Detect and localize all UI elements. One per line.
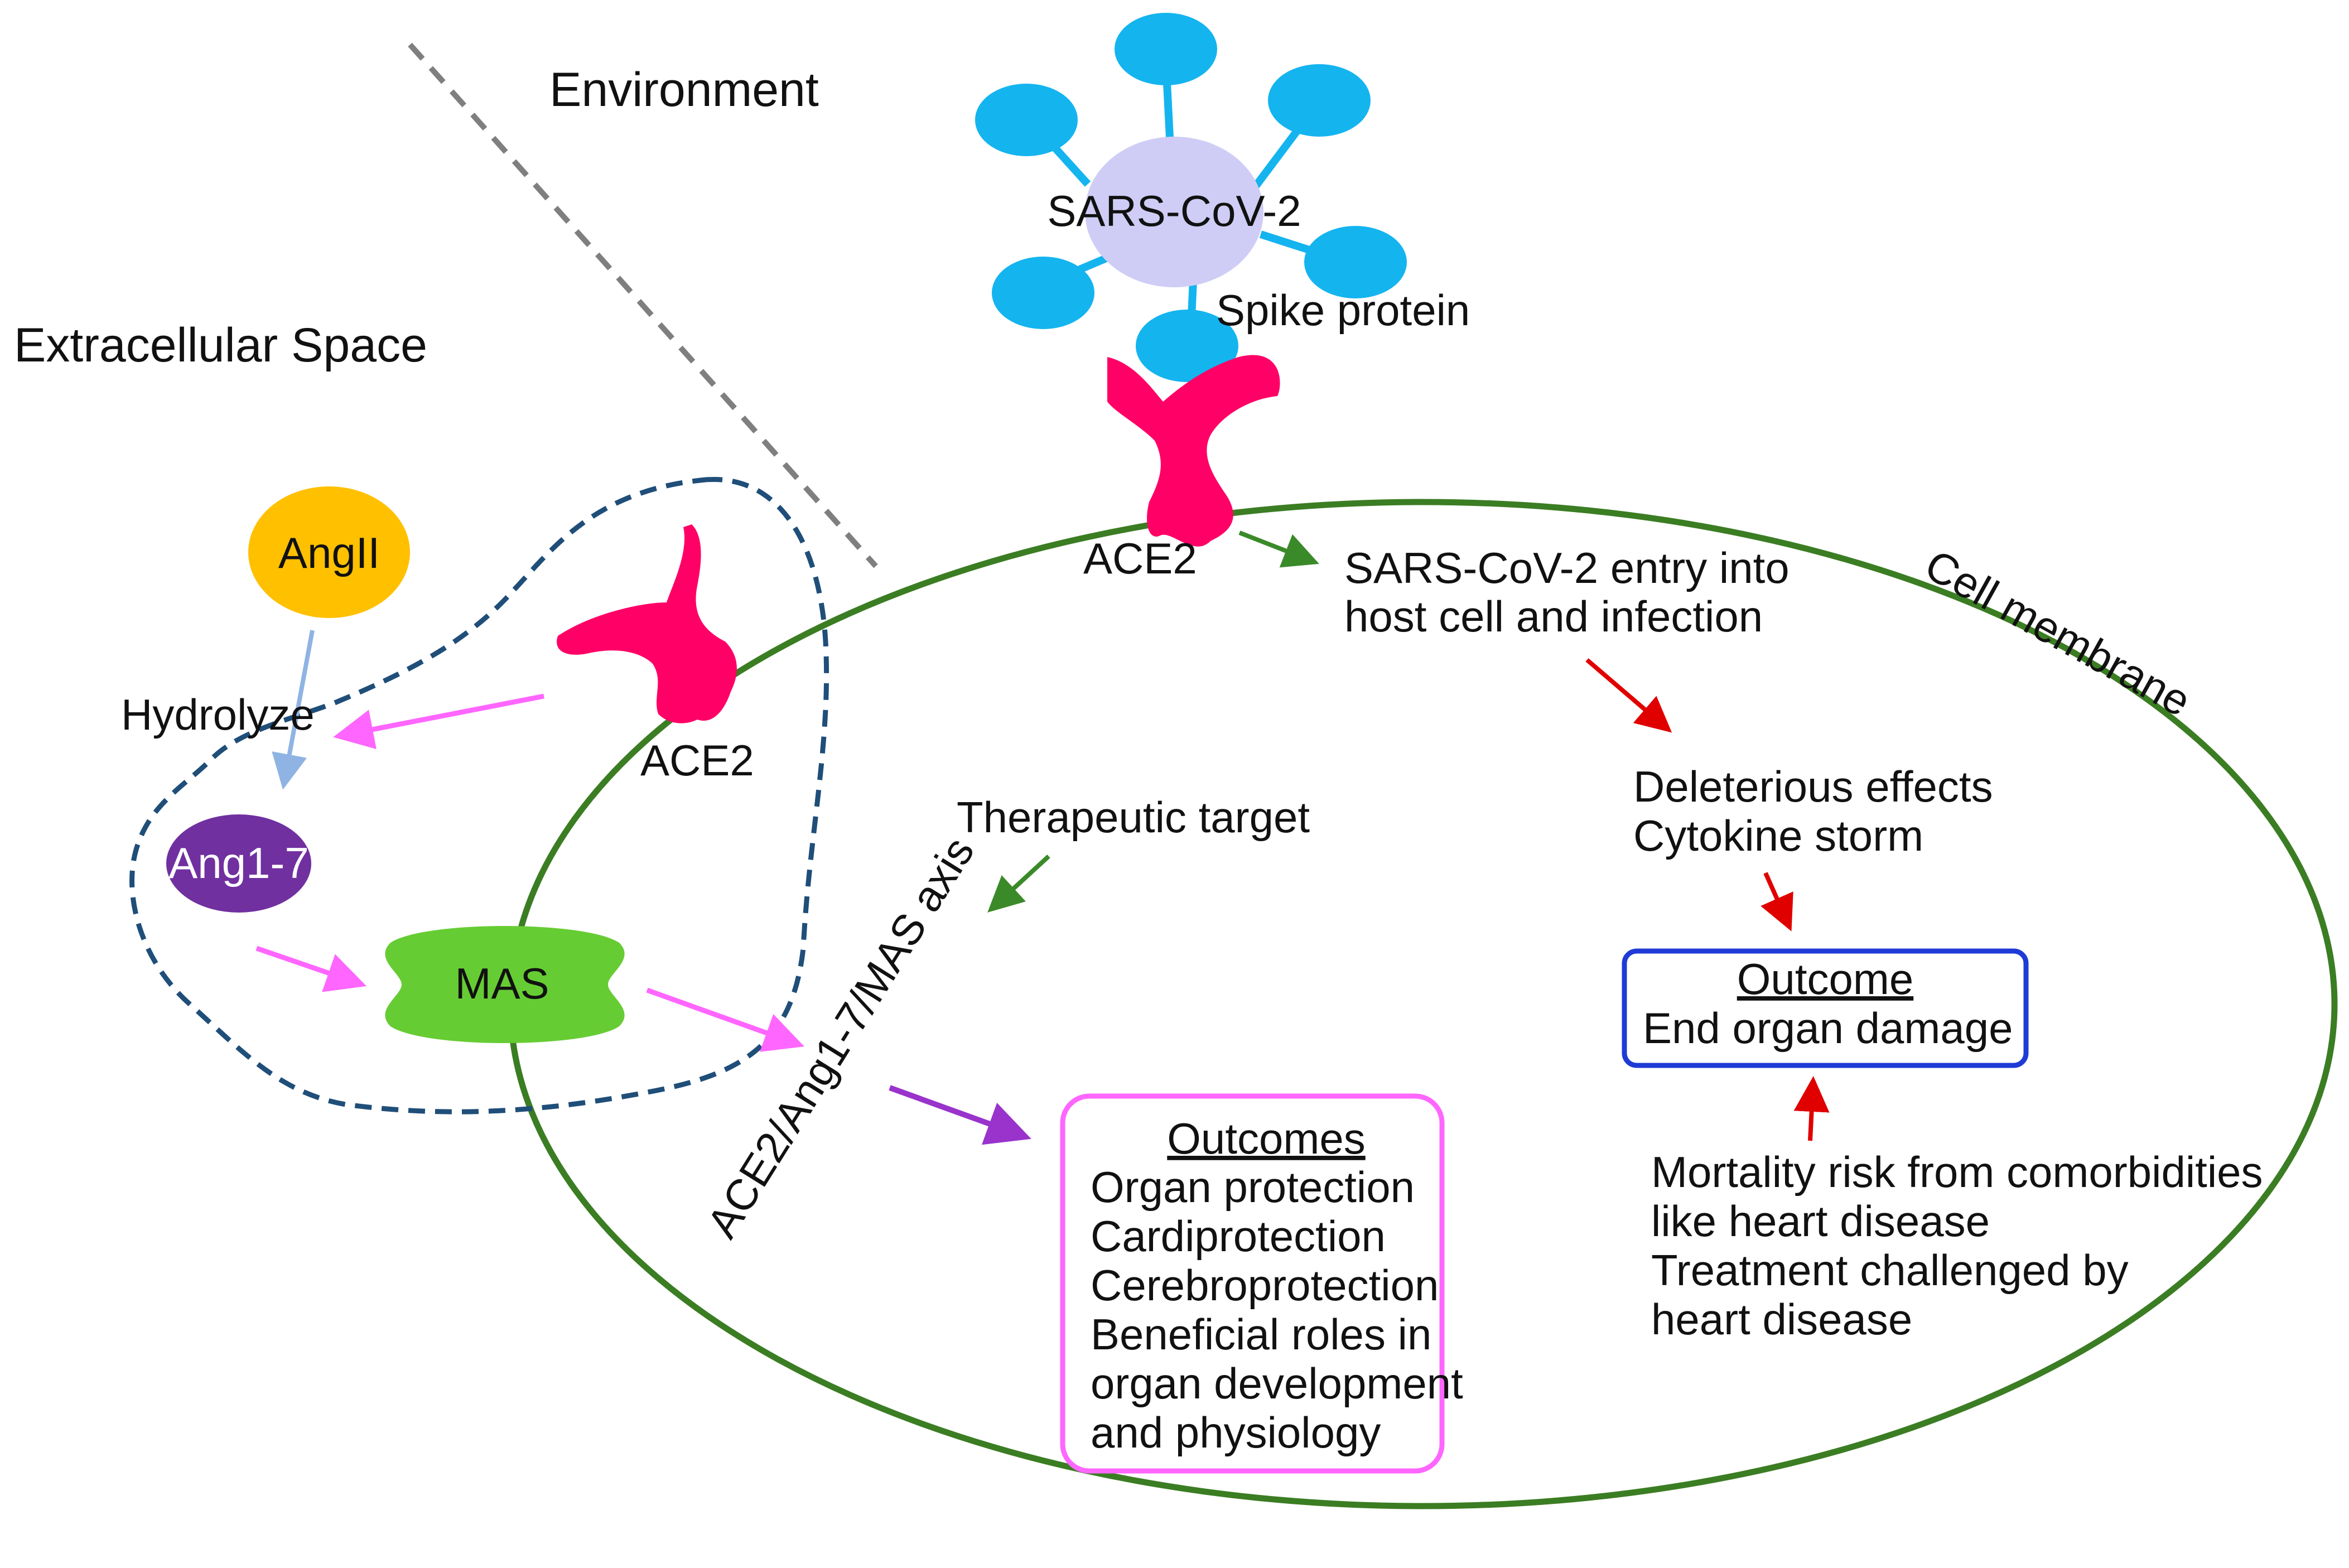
- spike-head: [992, 257, 1094, 329]
- environment-label: Environment: [549, 63, 819, 117]
- spike-proteins: [975, 13, 1407, 382]
- ace2-receptor-left: [557, 524, 737, 723]
- therapeutic-target-label: Therapeutic target: [957, 793, 1310, 842]
- deleterious-line-2: Cytokine storm: [1633, 811, 1923, 860]
- outcomes-title: Outcomes: [1167, 1114, 1365, 1163]
- spike-head: [975, 84, 1078, 156]
- mortality-line-1: Mortality risk from comorbidities: [1651, 1147, 2263, 1196]
- extracellular-space-label: Extracellular Space: [14, 319, 427, 372]
- mas-receptor: [385, 926, 625, 1043]
- outcomes-box: [1060, 1093, 1445, 1474]
- outcomes-line-3: Cerebroprotection: [1091, 1261, 1439, 1310]
- ace2-left-label: ACE2: [640, 736, 754, 785]
- mas-label: MAS: [455, 959, 549, 1008]
- outcomes-line-6: and physiology: [1091, 1408, 1381, 1457]
- outcome-text: End organ damage: [1643, 1003, 2013, 1053]
- axis-to-outcomes-arrow: [889, 1085, 1031, 1145]
- hydrolyze-label: Hydrolyze: [121, 690, 315, 739]
- spike-protein-label: Spike protein: [1216, 286, 1470, 335]
- deleterious-to-outcome-arrow: [1760, 872, 1793, 932]
- spike-head: [1136, 310, 1238, 382]
- outcomes-line-5: organ development: [1091, 1359, 1463, 1408]
- angii-label: AngII: [278, 528, 380, 577]
- spike-head: [1115, 13, 1217, 85]
- mortality-to-outcome-arrow: [1793, 1076, 1830, 1141]
- ace2-top-label: ACE2: [1083, 534, 1197, 583]
- entry-to-deleterious-arrow: [1585, 658, 1672, 733]
- spike-head: [1304, 226, 1407, 298]
- ang17-molecule: [166, 814, 311, 913]
- ace2-ang17-mas-region: [129, 476, 829, 1115]
- entry-line-1: SARS-CoV-2 entry into: [1344, 543, 1790, 592]
- ang17-label: Ang1-7: [168, 838, 309, 887]
- ace2-ang17-mas-axis-label: ACE2/Ang1-7/MAS axis: [697, 828, 983, 1246]
- therapeutic-to-axis-arrow: [987, 855, 1050, 913]
- mortality-line-2: like heart disease: [1651, 1196, 1990, 1246]
- outcomes-line-2: Cardiprotection: [1091, 1212, 1386, 1261]
- mortality-line-4: heart disease: [1651, 1295, 1912, 1344]
- sars-cov-2-label: SARS-CoV-2: [1047, 186, 1301, 235]
- deleterious-line-1: Deleterious effects: [1633, 762, 1993, 811]
- spike-head: [1268, 64, 1371, 137]
- environment-separator-line: [408, 42, 878, 568]
- outcome-box: [1622, 948, 2029, 1068]
- outcomes-line-4: Beneficial roles in: [1091, 1310, 1431, 1359]
- angii-molecule: [248, 486, 410, 618]
- ace2-to-hydrolysis-arrow: [333, 693, 544, 750]
- mortality-line-3: Treatment challenged by: [1651, 1246, 2129, 1295]
- entry-line-2: host cell and infection: [1344, 592, 1763, 641]
- ang17-to-mas-arrow: [255, 945, 367, 992]
- sars-cov-2-virus: [1085, 137, 1263, 287]
- mas-to-axis-arrow: [646, 987, 804, 1052]
- outcome-title: Outcome: [1737, 954, 1913, 1003]
- cell-membrane-label: Cell membrane: [1917, 540, 2199, 726]
- ace2-receptor-top: [1107, 355, 1280, 547]
- ace2-to-entry-arrow: [1238, 530, 1319, 568]
- hydrolyze-arrow: [272, 630, 315, 790]
- outcomes-line-1: Organ protection: [1091, 1162, 1415, 1212]
